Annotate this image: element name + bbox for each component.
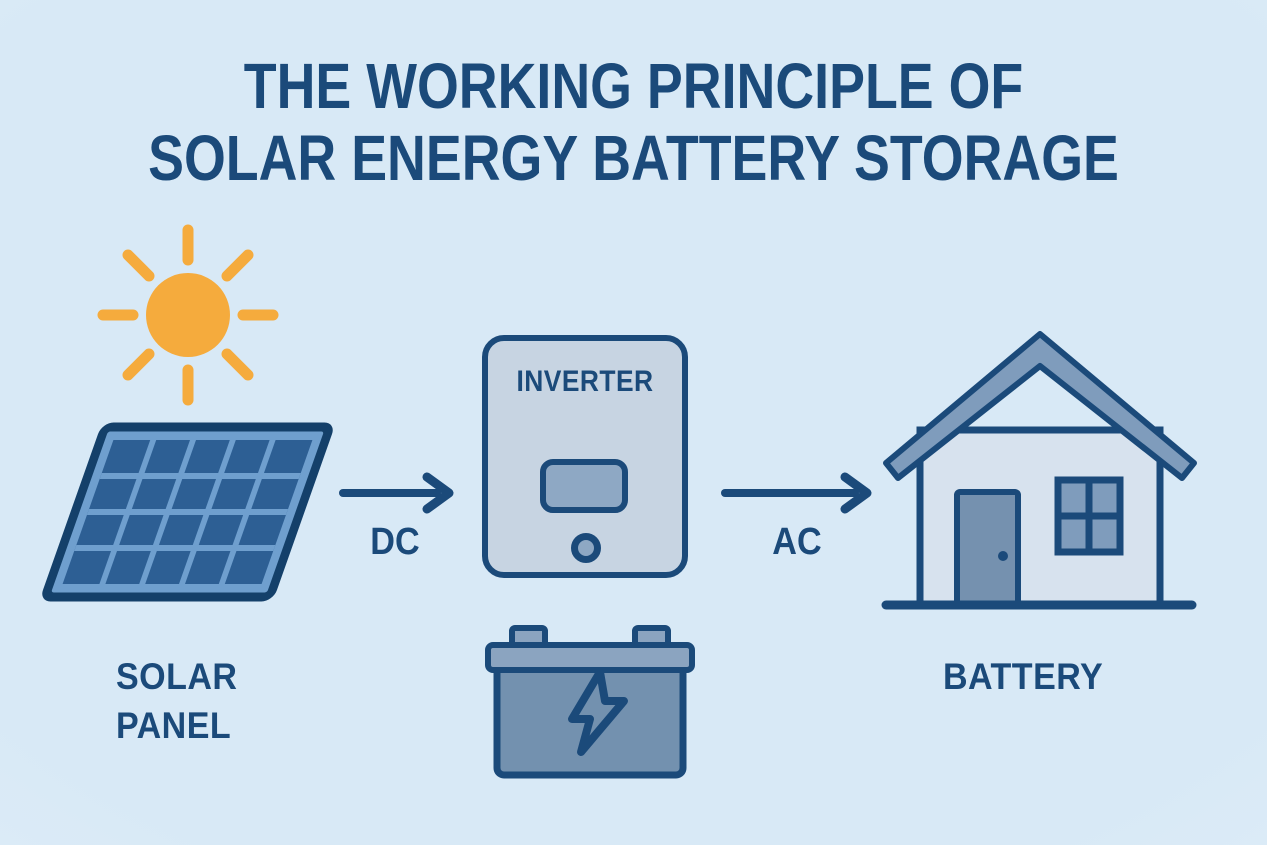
panel-grid-lines [74,440,301,584]
sun-icon [97,224,279,406]
title-line-2: SOLAR ENERGY BATTERY STORAGE [148,122,1119,194]
title-line-1: THE WORKING PRINCIPLE OF [243,50,1024,122]
sun-rays [97,224,279,406]
dc-arrow-icon [339,472,454,514]
dc-label: DC [370,521,420,563]
house-door [954,489,1021,608]
inverter-label: INVERTER [516,365,654,398]
house-roof [883,331,1197,481]
sun-ray [122,348,155,381]
ac-arrow-icon [721,472,872,514]
inverter-indicator-light [571,533,601,563]
sun-core [146,273,230,357]
battery-label: BATTERY [943,656,1104,697]
battery-icon [485,625,695,779]
solar-panel-icon [42,422,333,602]
page-title: THE WORKING PRINCIPLE OF SOLAR ENERGY BA… [101,50,1165,194]
house-icon [881,331,1197,610]
sun-ray [221,348,254,381]
ac-label: AC [772,521,822,563]
inverter-display [540,459,628,513]
sun-ray [122,249,155,282]
dc-arrow-head [422,472,454,514]
sun-ray [221,249,254,282]
inverter-panel: INVERTER [482,335,688,578]
ac-arrow-head [840,472,872,514]
lightning-bolt-icon [568,668,628,756]
battery-lid [485,642,695,673]
door-knob [998,551,1008,561]
solar-panel-label: SOLAR PANEL [116,656,238,746]
